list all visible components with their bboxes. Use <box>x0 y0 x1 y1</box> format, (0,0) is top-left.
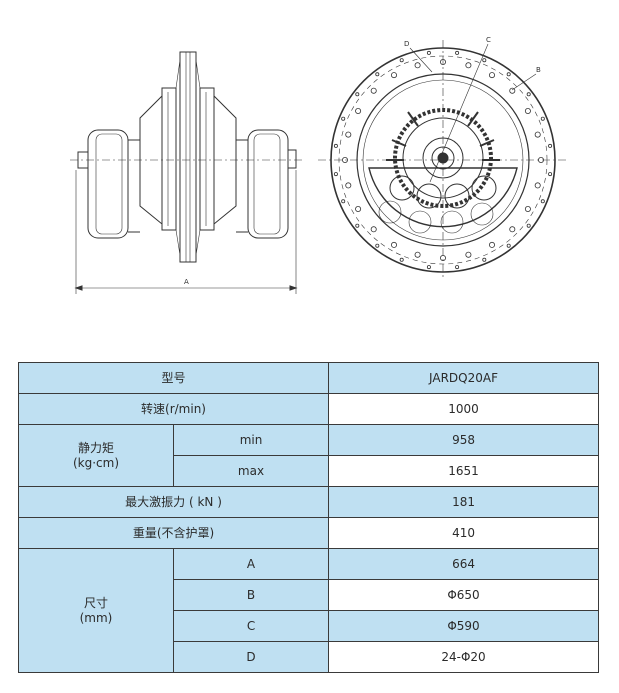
bolt-hole <box>345 182 352 189</box>
bolt-hole <box>375 72 380 77</box>
table-row-weight: 重量(不含护罩) 410 <box>17 517 600 549</box>
dimensions-label: 尺寸 (mm) <box>18 548 174 673</box>
bolt-hole <box>341 116 346 121</box>
bolt-hole <box>548 143 553 148</box>
table-row-dimension-c: C Φ590 <box>19 610 600 642</box>
bolt-hole <box>488 241 495 248</box>
bolt-hole <box>355 92 360 97</box>
bolt-hole <box>375 243 380 248</box>
table-row-static-moment-min: 静力矩 (kg·cm) min 958 <box>18 424 600 487</box>
bolt-hole <box>426 50 431 55</box>
technical-drawing: A <box>70 36 568 294</box>
model-label: 型号 <box>17 362 330 394</box>
dimension-b-value: Φ650 <box>328 579 600 611</box>
bolt-hole <box>540 199 545 204</box>
weight-value: 410 <box>328 517 600 549</box>
static-moment-max-value: 1651 <box>328 455 600 487</box>
dimension-c-label: C <box>172 610 330 642</box>
bolt-hole <box>426 265 431 270</box>
dimension-d-value: 24-Φ20 <box>328 641 600 673</box>
table-row-model: 型号 JARDQ20AF <box>17 362 600 394</box>
bolt-hole <box>524 108 531 115</box>
static-moment-min-value: 958 <box>328 424 600 456</box>
bolt-hole <box>509 226 516 233</box>
bolt-hole <box>540 116 545 121</box>
bolt-hole <box>465 251 472 258</box>
static-moment-label: 静力矩 (kg·cm) <box>18 424 174 487</box>
bolt-hole <box>482 257 487 262</box>
speed-value: 1000 <box>328 393 600 425</box>
bolt-hole <box>341 156 348 163</box>
bolt-hole <box>455 50 460 55</box>
bolt-hole <box>506 243 511 248</box>
bolt-hole <box>439 59 446 66</box>
static-moment-max-label: max <box>172 455 330 487</box>
weight-label: 重量(不含护罩) <box>17 517 330 549</box>
model-value: JARDQ20AF <box>328 362 600 394</box>
spec-table: 型号 JARDQ20AF 转速(r/min) 1000 静力矩 (kg·cm) … <box>17 362 600 673</box>
bolt-hole <box>390 241 397 248</box>
callout-label-b: B <box>536 66 541 74</box>
bolt-hole <box>333 143 338 148</box>
table-row-dimension-d: D 24-Φ20 <box>19 641 600 673</box>
bolt-hole <box>455 265 460 270</box>
bolt-hole <box>414 62 421 69</box>
bolt-hole <box>465 62 472 69</box>
bolt-hole <box>414 251 421 258</box>
dimension-b-label: B <box>172 579 330 611</box>
bolt-hole <box>509 87 516 94</box>
bolt-hole <box>355 223 360 228</box>
dimension-a-label: A <box>172 548 330 580</box>
dimension-label-a: A <box>184 278 189 286</box>
bolt-hole <box>526 223 531 228</box>
front-view-drawing <box>318 40 568 280</box>
bolt-hole <box>333 172 338 177</box>
bolt-hole <box>524 205 531 212</box>
bolt-hole <box>534 182 541 189</box>
table-row-max-force: 最大激振力 ( kN ) 181 <box>17 486 600 518</box>
bolt-hole <box>355 108 362 115</box>
bolt-hole <box>390 72 397 79</box>
bolt-hole <box>341 199 346 204</box>
static-moment-name: 静力矩 <box>77 440 114 455</box>
bolt-hole <box>399 58 404 63</box>
bolt-hole <box>370 87 377 94</box>
bolt-hole <box>506 72 511 77</box>
dimension-d-label: D <box>172 641 330 673</box>
static-moment-min-label: min <box>172 424 330 456</box>
table-row-dimension-b: B Φ650 <box>19 579 600 611</box>
callout-label-d: D <box>404 40 409 48</box>
bolt-hole <box>482 58 487 63</box>
table-row-speed: 转速(r/min) 1000 <box>17 393 600 425</box>
static-moment-unit: (kg·cm) <box>72 455 120 470</box>
callout-label-c: C <box>486 36 491 44</box>
speed-label: 转速(r/min) <box>17 393 330 425</box>
bolt-hole <box>370 226 377 233</box>
bolt-hole <box>345 131 352 138</box>
dimension-c-value: Φ590 <box>328 610 600 642</box>
dimension-a-value: 664 <box>328 548 600 580</box>
dimensions-name: 尺寸 <box>83 595 108 610</box>
bolt-hole <box>488 72 495 79</box>
table-row-static-moment-max: max 1651 <box>19 455 600 487</box>
side-view-drawing <box>70 51 305 294</box>
bolt-hole <box>534 131 541 138</box>
bolt-hole <box>538 156 545 163</box>
bolt-holes <box>333 50 553 270</box>
bolt-hole <box>439 254 446 261</box>
max-force-label: 最大激振力 ( kN ) <box>17 486 330 518</box>
bolt-hole <box>548 172 553 177</box>
dimensions-unit: (mm) <box>79 610 113 625</box>
bolt-hole <box>399 257 404 262</box>
bolt-hole <box>355 205 362 212</box>
max-force-value: 181 <box>328 486 600 518</box>
table-row-dimension-a: 尺寸 (mm) A 664 <box>18 548 600 673</box>
bolt-hole <box>526 92 531 97</box>
